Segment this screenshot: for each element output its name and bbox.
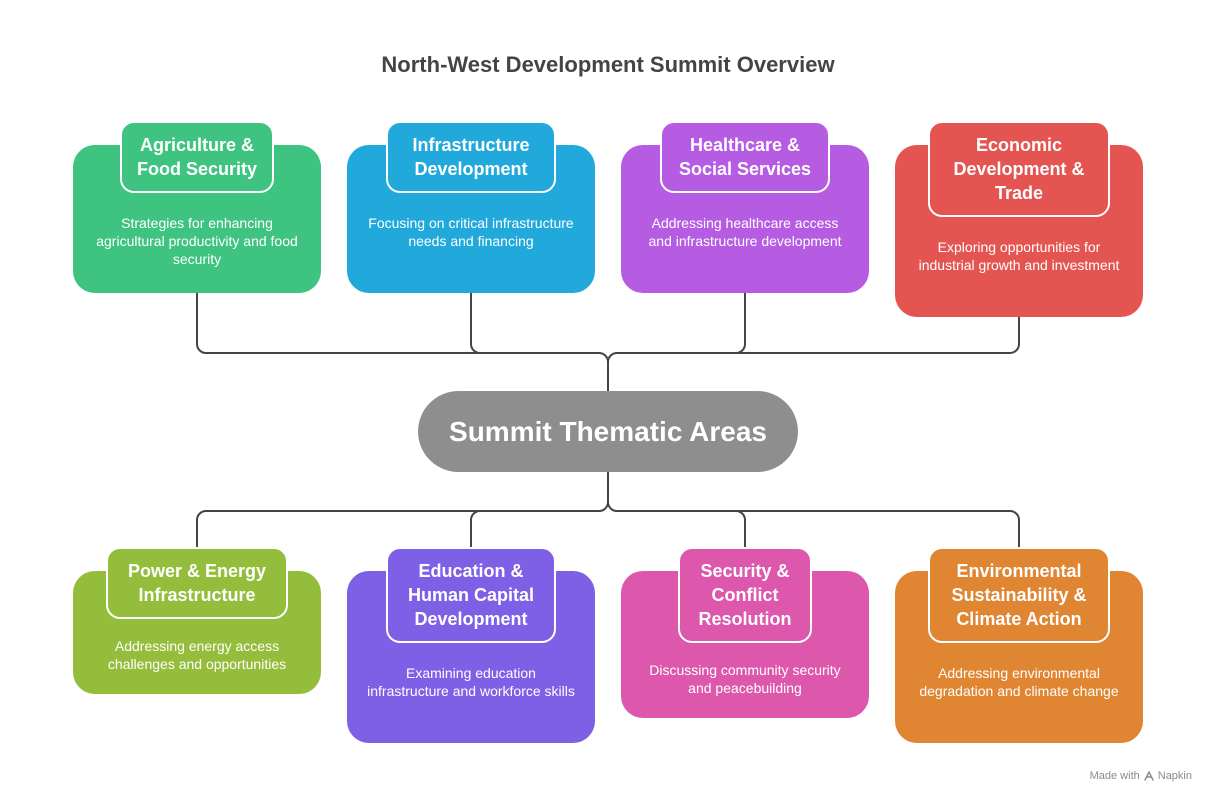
area-title-healthcare: Healthcare & Social Services <box>660 121 830 193</box>
napkin-brand: Napkin <box>1157 770 1192 782</box>
made-with-label: Made with <box>1089 770 1140 782</box>
area-title-economic: Economic Development & Trade <box>928 121 1110 217</box>
napkin-logo-icon <box>1144 771 1154 781</box>
area-desc-security: Discussing community security and peaceb… <box>649 662 841 696</box>
connector-top-2 <box>470 292 600 354</box>
area-desc-economic: Exploring opportunities for industrial g… <box>918 239 1120 273</box>
connector-bottom-4 <box>616 510 1020 548</box>
diagram-title: North-West Development Summit Overview <box>381 52 835 77</box>
area-desc-environment: Addressing environmental degradation and… <box>919 665 1119 699</box>
area-title-environment: Environmental Sustainability & Climate A… <box>928 547 1110 643</box>
area-desc-power: Addressing energy access challenges and … <box>107 638 287 672</box>
area-title-education: Education & Human Capital Development <box>386 547 556 643</box>
connector-bottom-1 <box>196 471 609 548</box>
connector-top-1 <box>196 292 609 392</box>
napkin-watermark: Made with Napkin <box>1090 770 1192 782</box>
area-title-power: Power & Energy Infrastructure <box>106 547 288 619</box>
area-desc-healthcare: Addressing healthcare access and infrast… <box>648 215 842 249</box>
area-title-agriculture: Agriculture & Food Security <box>120 121 274 193</box>
area-desc-infrastructure: Focusing on critical infrastructure need… <box>368 215 574 249</box>
area-title-security: Security & Conflict Resolution <box>678 547 812 643</box>
connector-top-3 <box>607 292 746 363</box>
area-desc-education: Examining education infrastructure and w… <box>367 665 575 699</box>
area-title-infrastructure: Infrastructure Development <box>386 121 556 193</box>
connector-top-4 <box>616 316 1020 354</box>
center-node: Summit Thematic Areas <box>418 391 798 472</box>
connector-bottom-2 <box>470 510 600 548</box>
area-desc-agriculture: Strategies for enhancing agricultural pr… <box>96 215 298 267</box>
connector-bottom-3 <box>607 501 746 548</box>
